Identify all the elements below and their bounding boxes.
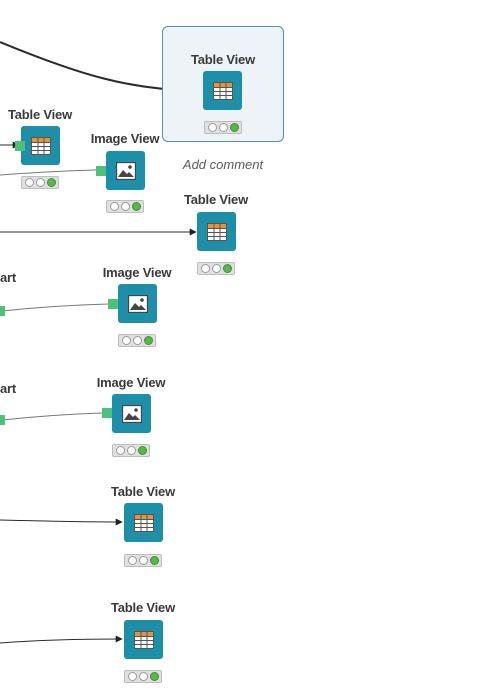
node-title[interactable]: Table View	[111, 600, 175, 615]
node-status-indicator	[124, 670, 162, 683]
status-light-off	[218, 123, 228, 132]
status-light-off	[121, 336, 131, 345]
connection-wire[interactable]	[0, 518, 123, 526]
table-view-node[interactable]	[21, 126, 60, 165]
table-view-node[interactable]	[124, 620, 163, 659]
status-light-off	[127, 556, 137, 565]
node-title[interactable]: Image View	[102, 265, 172, 280]
node-title[interactable]: art	[0, 270, 17, 285]
node-status-indicator	[118, 334, 156, 347]
image-input-port[interactable]	[15, 141, 25, 151]
node-title[interactable]: Table View	[111, 484, 175, 499]
status-light-green	[229, 123, 239, 132]
image-input-port[interactable]	[96, 166, 106, 176]
connection-wire[interactable]	[1, 412, 103, 421]
image-view-node[interactable]	[112, 394, 151, 433]
status-light-off	[126, 446, 136, 455]
status-light-off	[120, 202, 130, 211]
node-title[interactable]: Table View	[191, 52, 255, 67]
table-icon	[133, 513, 154, 532]
node-title[interactable]: Table View	[184, 192, 248, 207]
node-status-indicator	[204, 121, 242, 134]
node-title[interactable]: Image View	[90, 131, 160, 146]
status-light-off	[115, 446, 125, 455]
status-light-off	[138, 672, 148, 681]
node-status-indicator	[112, 444, 150, 457]
node-title[interactable]: art	[0, 381, 17, 396]
node-status-indicator	[106, 200, 144, 213]
node-comment[interactable]: Add comment	[182, 157, 264, 172]
status-light-off	[207, 123, 217, 132]
status-light-green	[131, 202, 141, 211]
status-light-off	[211, 264, 221, 273]
table-icon	[206, 222, 227, 241]
status-light-off	[109, 202, 119, 211]
node-title[interactable]: Image View	[96, 375, 166, 390]
table-icon	[133, 630, 154, 649]
table-view-node[interactable]	[124, 503, 163, 542]
image-icon	[115, 161, 136, 180]
image-input-port[interactable]	[108, 299, 118, 309]
node-status-indicator	[197, 262, 235, 275]
connection-wire[interactable]	[1, 303, 109, 312]
table-icon	[212, 81, 233, 100]
image-output-port[interactable]	[0, 306, 5, 316]
image-view-node[interactable]	[106, 151, 145, 190]
status-light-green	[137, 446, 147, 455]
image-input-port[interactable]	[102, 408, 112, 418]
connection-wire[interactable]	[0, 635, 123, 644]
table-view-node[interactable]	[197, 212, 236, 251]
status-light-off	[200, 264, 210, 273]
table-icon	[30, 136, 51, 155]
status-light-off	[138, 556, 148, 565]
image-output-port[interactable]	[0, 415, 5, 425]
node-status-indicator	[124, 554, 162, 567]
image-icon	[127, 294, 148, 313]
status-light-off	[127, 672, 137, 681]
node-title[interactable]: Table View	[8, 107, 72, 122]
connection-wire[interactable]	[0, 169, 97, 176]
status-light-green	[222, 264, 232, 273]
node-status-indicator	[21, 176, 59, 189]
table-view-node[interactable]	[203, 71, 242, 110]
status-light-green	[149, 556, 159, 565]
status-light-off	[35, 178, 45, 187]
image-icon	[121, 404, 142, 423]
status-light-green	[46, 178, 56, 187]
image-view-node[interactable]	[118, 284, 157, 323]
status-light-off	[132, 336, 142, 345]
status-light-green	[143, 336, 153, 345]
status-light-green	[149, 672, 159, 681]
status-light-off	[24, 178, 34, 187]
